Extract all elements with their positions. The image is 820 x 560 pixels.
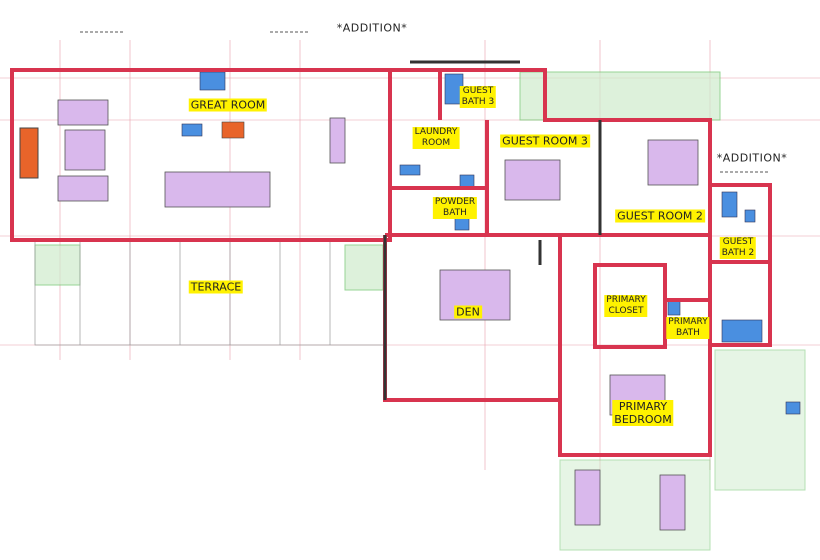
label-line: BATH [443, 208, 467, 218]
addition-label-right: *ADDITION* [716, 151, 788, 165]
dark-walls [383, 60, 602, 400]
room-label-great-room: GREAT ROOM [188, 98, 268, 112]
label-line: GUEST [722, 237, 754, 247]
furniture [57, 99, 699, 531]
fireplace [19, 127, 39, 179]
label-line: PRIMARY [606, 295, 646, 305]
label-line: BEDROOM [614, 413, 672, 426]
label-line: PRIMARY [618, 400, 668, 413]
room-label-den: DEN [454, 305, 482, 319]
label-line: CLOSET [608, 306, 644, 316]
room-label-guest-room-2: GUEST ROOM 2 [615, 209, 705, 223]
addition-label-top: *ADDITION* [336, 21, 408, 35]
room-label-guest-room-3: GUEST ROOM 3 [500, 134, 590, 148]
label-line: BATH 2 [721, 248, 755, 258]
label-line: BATH [676, 328, 700, 338]
label-line: POWDER [434, 197, 476, 207]
plumbing-fixtures [181, 71, 801, 415]
label-line: BATH 3 [461, 97, 495, 107]
walls [10, 68, 772, 457]
kitchen-range [221, 121, 245, 139]
label-line: ROOM [421, 138, 451, 148]
label-line: LAUNDRY [414, 127, 458, 137]
room-label-terrace: TERRACE [188, 280, 244, 294]
label-line: PRIMARY [668, 317, 708, 327]
arrows [80, 31, 770, 173]
label-line: GUEST [462, 86, 494, 96]
